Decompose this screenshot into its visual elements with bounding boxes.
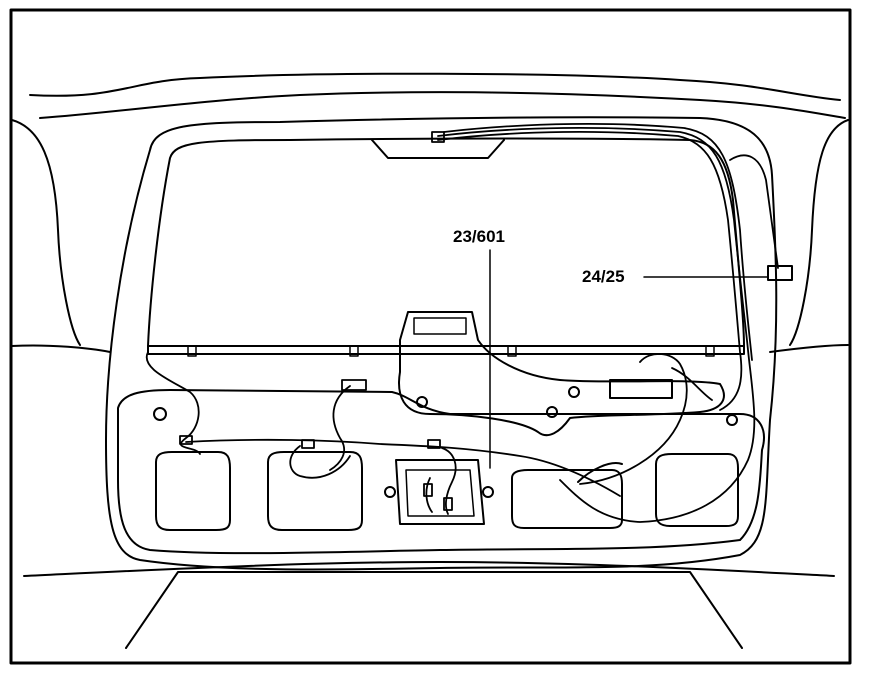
border-frame	[9, 8, 852, 665]
bumper-line	[23, 561, 835, 577]
lock-bracket-inner	[413, 317, 467, 335]
cargo-opening	[125, 571, 743, 649]
tailgate-outline	[105, 116, 778, 571]
left-pillar	[11, 119, 81, 346]
panel-ridge	[577, 462, 623, 483]
connector-plug-b	[443, 497, 453, 511]
wiring-harness	[145, 123, 779, 523]
bolt-5	[153, 407, 167, 421]
bolt-2	[546, 406, 558, 418]
bolt-1	[416, 396, 428, 408]
connector-top	[431, 131, 445, 143]
left-shoulder-line	[11, 344, 111, 353]
right-pillar	[789, 119, 849, 346]
bolt-4	[726, 414, 738, 426]
sill-clips	[187, 345, 715, 357]
connector-center	[427, 439, 441, 449]
connector-plug-a	[423, 483, 433, 497]
connector-left	[179, 435, 193, 445]
callout-24-25: 24/25	[582, 267, 625, 286]
roof-line-outer	[29, 72, 841, 101]
opening-1	[155, 451, 231, 531]
control-unit	[609, 379, 673, 399]
opening-4	[655, 453, 739, 527]
opening-2	[267, 451, 363, 531]
center-module-inner	[405, 469, 475, 517]
inner-trim-panel	[117, 389, 765, 555]
rear-window	[147, 137, 745, 347]
bolt-3	[568, 386, 580, 398]
bolt-7	[482, 486, 494, 498]
connector-24-25	[767, 265, 793, 281]
callout-23-601: 23/601	[453, 227, 505, 246]
opening-center-module	[395, 459, 485, 525]
connector-handle	[341, 379, 367, 391]
bolt-6	[384, 486, 396, 498]
right-shoulder-line	[769, 344, 849, 353]
brake-light-housing	[371, 139, 505, 159]
window-sill	[147, 345, 745, 355]
roof-line-inner	[39, 91, 846, 119]
connector-mid-left	[301, 439, 315, 449]
lock-bracket	[398, 311, 725, 437]
